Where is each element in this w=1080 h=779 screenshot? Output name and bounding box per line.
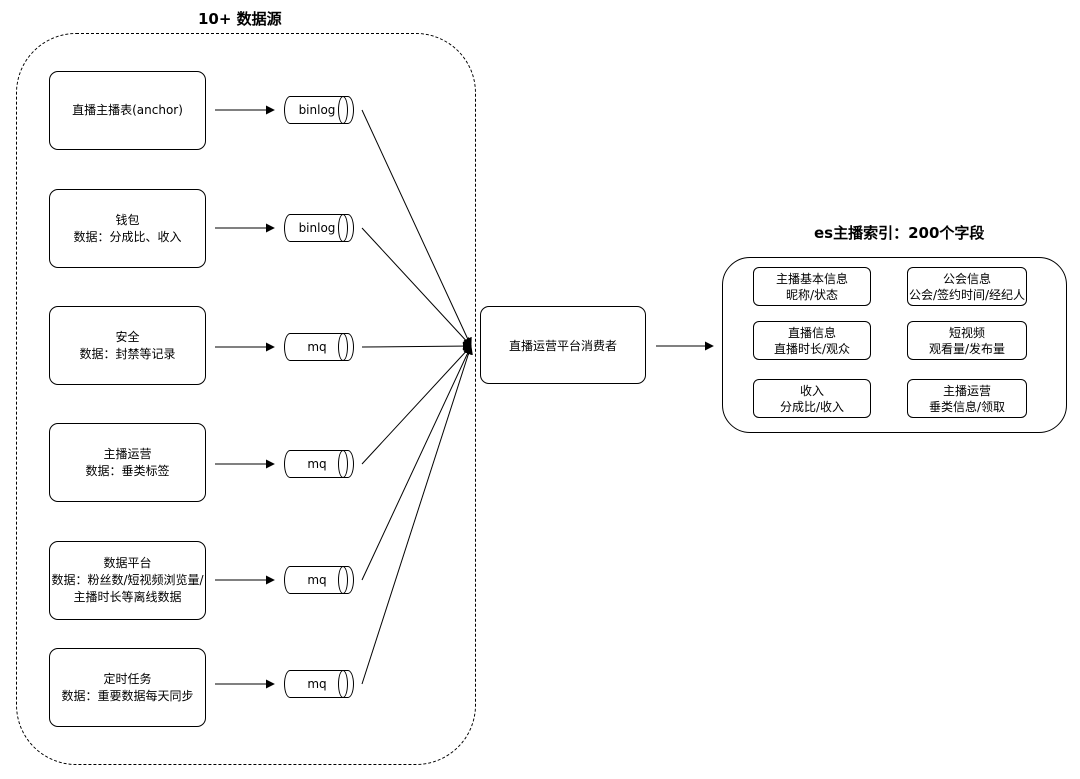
source-security: 安全 数据：封禁等记录 bbox=[49, 306, 206, 385]
es-field-name: 短视频 bbox=[948, 325, 985, 340]
data-source-group bbox=[16, 33, 476, 765]
source-scheduled-task: 定时任务 数据：重要数据每天同步 bbox=[49, 648, 206, 727]
channel-label: binlog bbox=[298, 103, 336, 117]
source-line: 主播运营 bbox=[103, 446, 152, 461]
source-line: 数据：分成比、收入 bbox=[73, 229, 182, 244]
channel-label: mq bbox=[307, 677, 327, 691]
channel-to-consumer-arrow bbox=[361, 345, 472, 465]
channel-label: mq bbox=[307, 573, 327, 587]
source-line: 数据平台 bbox=[103, 556, 152, 570]
es-field-detail: 昵称/状态 bbox=[785, 287, 839, 302]
source-line: 数据：封禁等记录 bbox=[79, 346, 176, 361]
source-wallet: 钱包 数据：分成比、收入 bbox=[49, 189, 206, 268]
channel-to-consumer-arrow bbox=[361, 345, 472, 581]
es-field-guild: 公会信息 公会/签约时间/经纪人 bbox=[907, 267, 1027, 306]
data-source-group-title: 10+ 数据源 bbox=[198, 10, 282, 28]
source-line: 主播时长等离线数据 bbox=[73, 590, 182, 604]
es-field-anchor-basic: 主播基本信息 昵称/状态 bbox=[753, 267, 871, 306]
es-field-name: 主播基本信息 bbox=[775, 271, 848, 286]
es-field-detail: 垂类信息/领取 bbox=[928, 399, 1006, 414]
source-line: 数据：垂类标签 bbox=[85, 463, 170, 478]
channel-mq-4: mq bbox=[284, 670, 354, 698]
channel-binlog-2: binlog bbox=[284, 214, 354, 242]
source-line: 数据：粉丝数/短视频浏览量/ bbox=[51, 573, 204, 587]
consumer-label: 直播运营平台消费者 bbox=[508, 338, 617, 353]
channel-to-consumer-arrow bbox=[361, 345, 473, 685]
channel-mq-3: mq bbox=[284, 566, 354, 594]
es-field-detail: 直播时长/观众 bbox=[773, 341, 851, 356]
es-field-name: 主播运营 bbox=[942, 383, 991, 398]
channel-label: mq bbox=[307, 457, 327, 471]
es-field-detail: 观看量/发布量 bbox=[928, 341, 1006, 356]
channel-mq-1: mq bbox=[284, 333, 354, 361]
channel-binlog-1: binlog bbox=[284, 96, 354, 124]
channel-to-consumer-arrow bbox=[361, 109, 472, 347]
channel-to-consumer-arrow bbox=[361, 227, 472, 347]
source-line: 安全 bbox=[115, 329, 140, 344]
es-field-name: 直播信息 bbox=[787, 325, 836, 340]
es-field-name: 收入 bbox=[799, 383, 824, 398]
consumer-node: 直播运营平台消费者 bbox=[480, 306, 646, 384]
source-data-platform: 数据平台 数据：粉丝数/短视频浏览量/ 主播时长等离线数据 bbox=[49, 541, 206, 620]
es-field-short-video: 短视频 观看量/发布量 bbox=[907, 321, 1027, 360]
channel-to-consumer-arrow bbox=[361, 341, 472, 351]
source-line: 钱包 bbox=[115, 212, 140, 227]
source-anchor-table: 直播主播表(anchor) bbox=[49, 71, 206, 150]
source-line: 定时任务 bbox=[103, 671, 152, 686]
channel-label: binlog bbox=[298, 221, 336, 235]
source-line: 直播主播表(anchor) bbox=[72, 103, 183, 117]
channel-mq-2: mq bbox=[284, 450, 354, 478]
es-field-income: 收入 分成比/收入 bbox=[753, 379, 871, 418]
source-line: 数据：重要数据每天同步 bbox=[61, 688, 194, 703]
channel-label: mq bbox=[307, 340, 327, 354]
es-index-title: es主播索引：200个字段 bbox=[814, 224, 985, 242]
source-anchor-operation: 主播运营 数据：垂类标签 bbox=[49, 423, 206, 502]
es-field-name: 公会信息 bbox=[942, 271, 991, 286]
es-field-detail: 公会/签约时间/经纪人 bbox=[908, 287, 1026, 302]
es-field-live: 直播信息 直播时长/观众 bbox=[753, 321, 871, 360]
es-field-detail: 分成比/收入 bbox=[779, 399, 845, 414]
es-field-anchor-operation: 主播运营 垂类信息/领取 bbox=[907, 379, 1027, 418]
